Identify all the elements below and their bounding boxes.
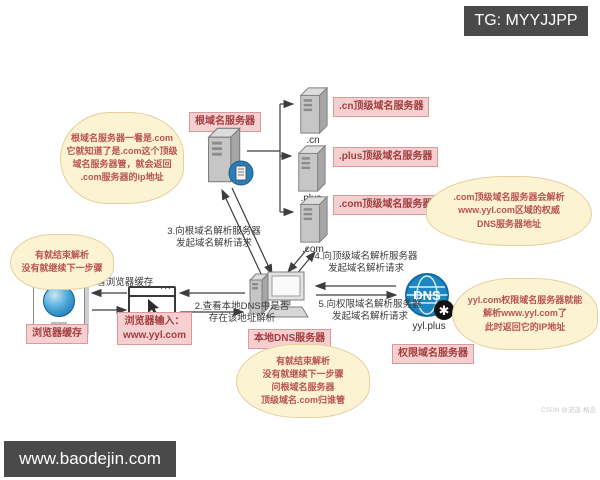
note-line: 此时返回它的IP地址: [484, 321, 566, 332]
tld-com-caption: .com: [302, 244, 324, 255]
auth-server-label: 权限域名服务器: [392, 344, 474, 364]
note-line: .com顶级域名服务器会解析: [453, 192, 565, 203]
tld-plus-label: .plus顶级域名服务器: [333, 147, 439, 167]
tg-badge: TG: MYYJJPP: [464, 6, 588, 36]
step-1-line: 1.查看浏览器缓存: [78, 277, 154, 288]
step-5-line: 发起域名解析请求: [331, 311, 408, 323]
note-line: 没有就继续下一步骤: [21, 263, 103, 273]
local-dns-computer-icon: [248, 271, 309, 318]
note-line: 根域名服务器一看是.com: [70, 132, 173, 143]
note-line: 有就结束解析: [34, 249, 89, 260]
root-server-icon: [207, 126, 242, 184]
tld-com-server-icon: [299, 195, 329, 244]
step-4-line: 4.向顶级域名解析服务器: [314, 251, 418, 262]
step-2-label: 2.查看本地DNS中是否 存在该地址解析: [186, 301, 298, 326]
step-4-label: 4.向顶级域名解析服务器 发起域名解析请求: [304, 251, 428, 276]
note-line: 域名服务器管，就会返回: [72, 159, 172, 169]
asterisk-badge-icon: ✱: [439, 303, 450, 318]
cache-card-slot: [51, 322, 67, 325]
browser-input-label: 浏览器输入： www.yyl.com: [117, 312, 192, 345]
tld-com-note-cloud: .com顶级域名服务器会解析 www.yyl.com区域的权威 DNS服务器地址: [426, 176, 592, 246]
tld-plus-server-icon: [297, 144, 327, 193]
step-3-line: 发起域名解析请求: [175, 238, 252, 250]
step-3-line: 3.向根域名解析服务器: [167, 226, 261, 237]
note-line: DNS服务器地址: [476, 218, 541, 229]
csdn-watermark: CSDN @流逝·格念: [541, 407, 596, 414]
cache-note-cloud: 有就结束解析 没有就继续下一步骤: [10, 234, 114, 290]
local-dns-note-cloud: 有就结束解析 没有就继续下一步骤 问根域名服务器 顶级域名.com归谁管: [236, 344, 370, 418]
step-5-label: 5.向权限域名解析服务器 发起域名解析请求: [306, 299, 434, 324]
note-line: www.yyl.com区域的权威: [458, 205, 560, 216]
step-3-label: 3.向根域名解析服务器 发起域名解析请求: [146, 226, 282, 251]
browser-cache-label: 浏览器缓存: [26, 324, 88, 344]
dns-globe-icon: DNS ✱: [405, 273, 454, 320]
auth-note-cloud: yyl.com权限域名服务器就能 解析www.yyl.com了 此时返回它的IP…: [452, 278, 598, 350]
note-line: 没有就继续下一步骤: [262, 368, 344, 379]
note-line: 有就结束解析: [275, 355, 330, 366]
note-line: 它就知道了是.com这个顶级: [66, 145, 178, 156]
cursor-icon: [148, 299, 159, 315]
browser-titlebar: ···: [130, 283, 174, 297]
step-2-line: 存在该地址解析: [208, 313, 276, 325]
site-badge: www.baodejin.com: [4, 441, 176, 477]
dns-icon-text: DNS: [413, 288, 441, 303]
step-2-line: 2.查看本地DNS中是否: [194, 301, 290, 312]
tld-cn-label: .cn顶级域名服务器: [333, 97, 430, 117]
menu-dots-icon: ···: [160, 283, 172, 293]
browser-input-line2: www.yyl.com: [123, 329, 186, 341]
note-line: 顶级域名.com归谁管: [260, 395, 345, 406]
auth-server-caption: yyl.plus: [412, 321, 446, 332]
tld-cn-server-icon: [299, 86, 329, 135]
note-line: yyl.com权限域名服务器就能: [467, 295, 583, 306]
tld-com-label: .com顶级域名服务器: [333, 195, 439, 215]
note-line: 解析www.yyl.com了: [483, 308, 567, 319]
tld-cn-caption: .cn: [306, 135, 320, 146]
globe-sphere-icon: [43, 285, 75, 317]
note-line: 问根域名服务器: [271, 382, 335, 392]
root-server-note-cloud: 根域名服务器一看是.com 它就知道了是.com这个顶级 域名服务器管，就会返回…: [60, 112, 184, 204]
browser-input-line1: 浏览器输入：: [124, 316, 185, 327]
step-5-line: 5.向权限域名解析服务器: [318, 299, 422, 310]
step-4-line: 发起域名解析请求: [327, 263, 404, 275]
note-line: .com服务器的ip地址: [80, 172, 164, 183]
document-badge-icon: [228, 160, 254, 186]
step-1-label: 1.查看浏览器缓存: [70, 277, 162, 289]
